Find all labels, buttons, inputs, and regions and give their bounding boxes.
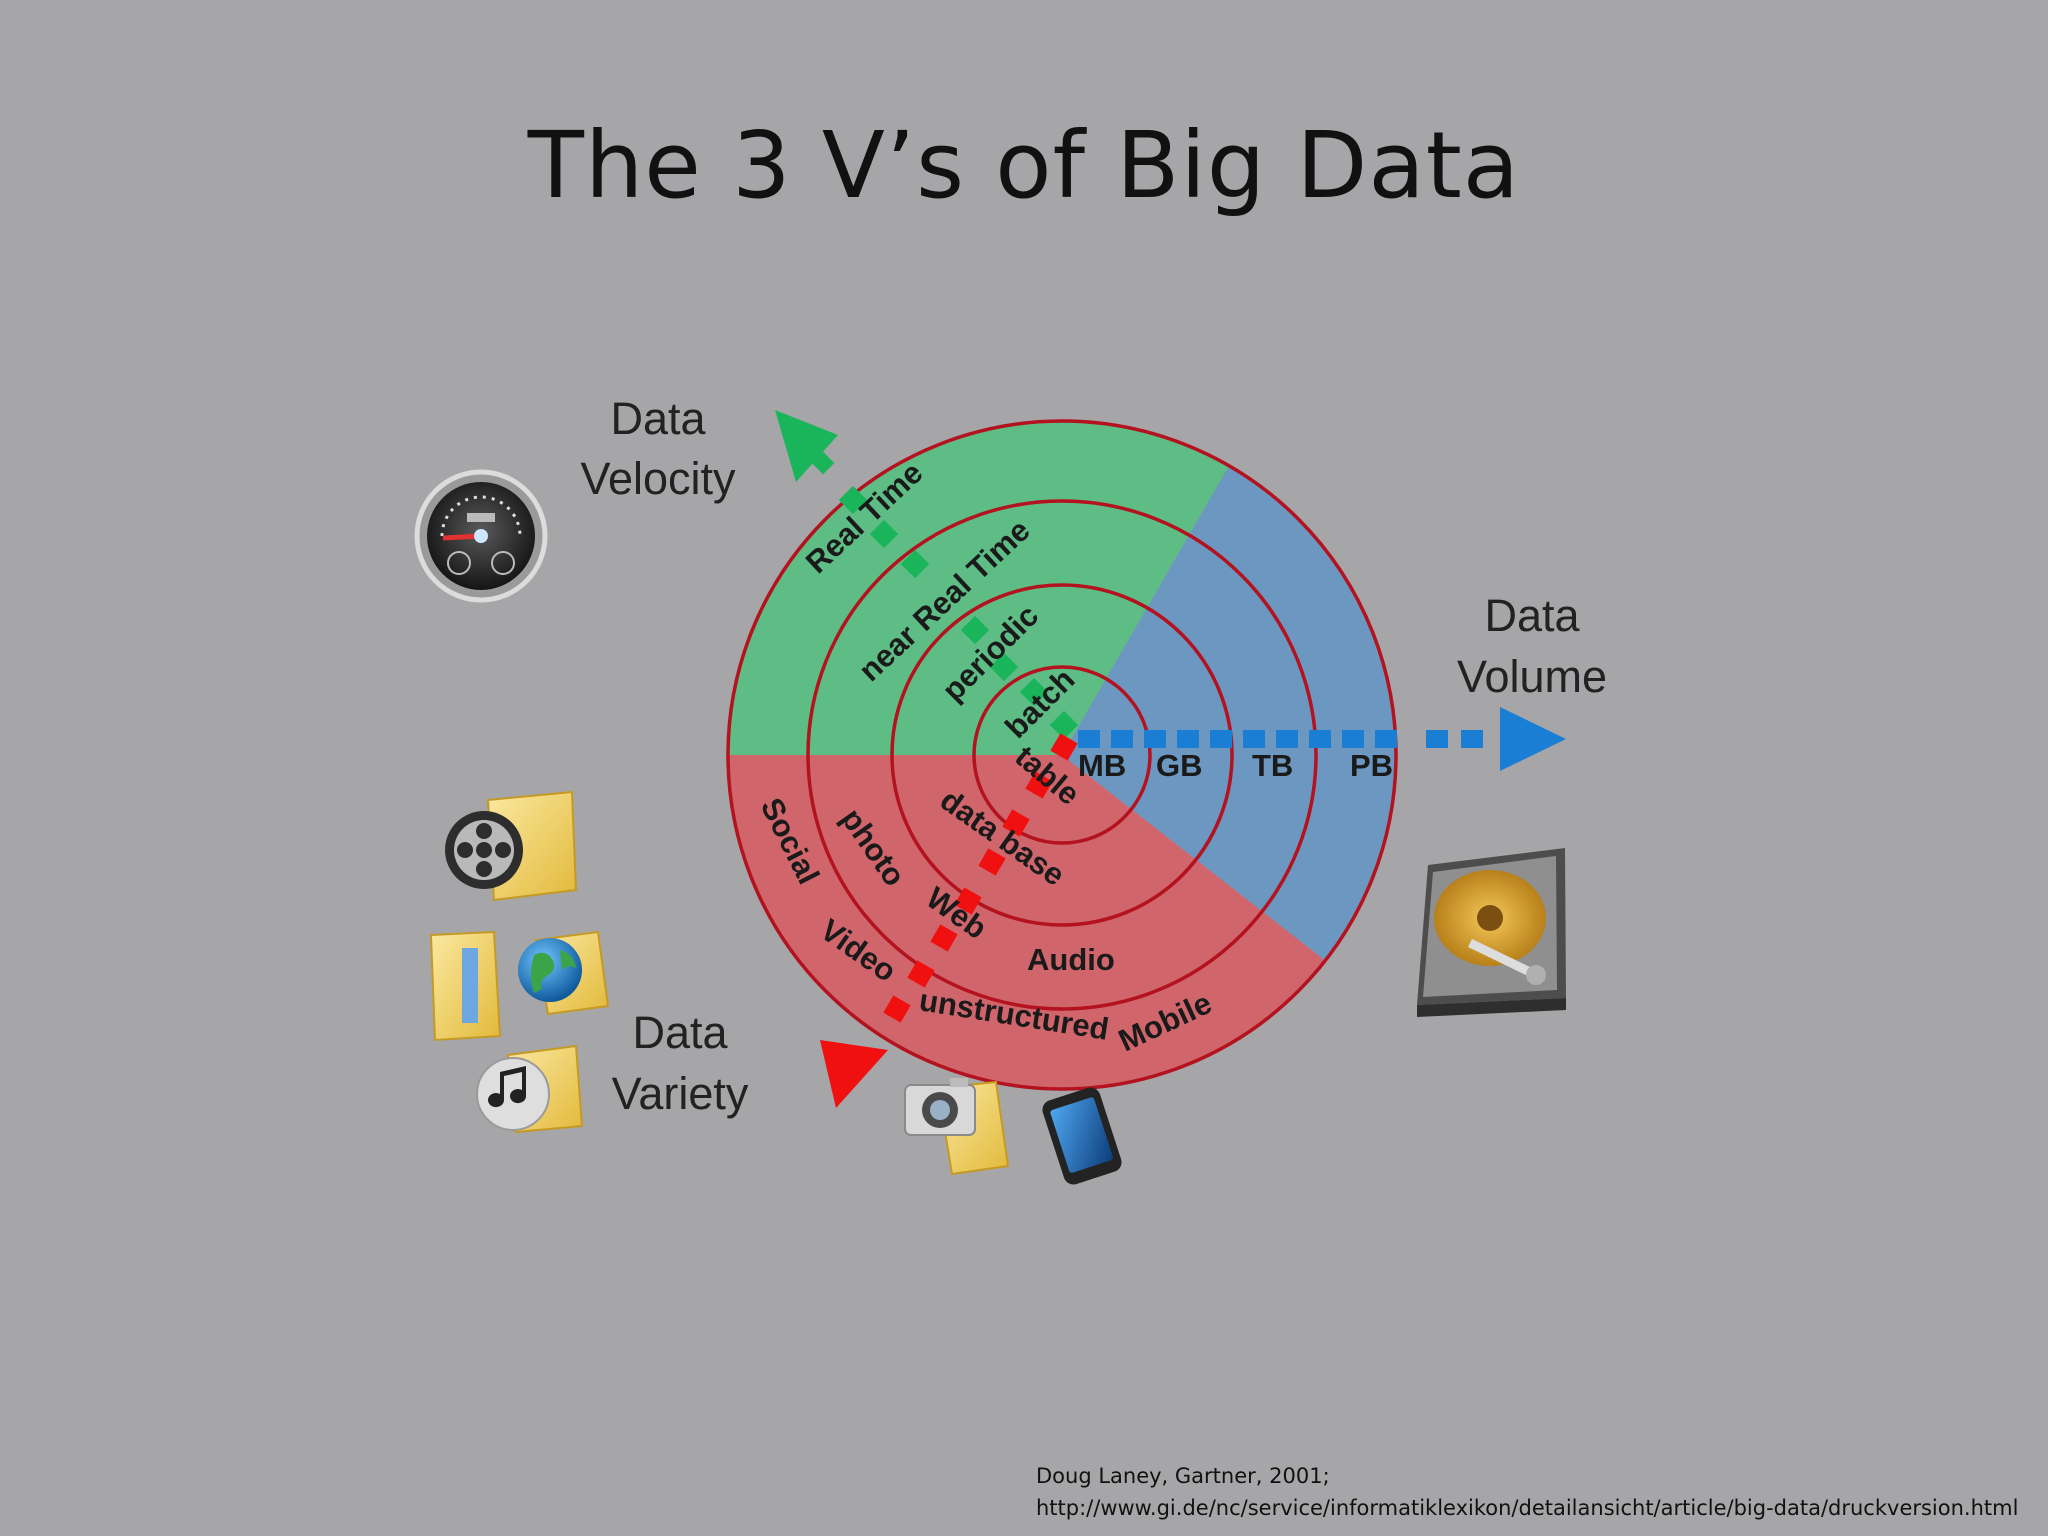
globe-folder-icon <box>518 930 610 1016</box>
ring-4 <box>726 419 1398 1091</box>
volume-title-line2: Volume <box>1457 651 1607 702</box>
variety-arrow <box>820 1040 888 1108</box>
volume-marker <box>1375 730 1397 748</box>
rings <box>726 419 1398 1091</box>
volume-level-label: MB <box>1078 748 1126 783</box>
volume-title-line1: Data <box>1484 590 1580 641</box>
volume-marker <box>1426 730 1448 748</box>
variety-marker <box>930 924 958 952</box>
variety-marker <box>1025 771 1053 799</box>
variety-level-label: Audio <box>1027 942 1115 977</box>
volume-marker <box>1144 730 1166 748</box>
ring-1 <box>972 665 1152 845</box>
variety-marker <box>954 887 982 915</box>
velocity-marker <box>869 519 899 549</box>
velocity-marker <box>989 652 1019 682</box>
camera-folder-icon <box>904 1078 1010 1176</box>
velocity-marker <box>1019 677 1049 707</box>
variety-axis <box>820 733 1078 1108</box>
citation-line1: Doug Laney, Gartner, 2001; <box>1036 1464 1330 1488</box>
mobile-phone-icon <box>1042 1087 1122 1185</box>
volume-marker <box>1210 730 1232 748</box>
speedometer-icon <box>414 469 548 603</box>
volume-marker <box>1461 730 1483 748</box>
volume-axis <box>1078 707 1566 771</box>
volume-marker <box>1177 730 1199 748</box>
volume-level-label: PB <box>1350 748 1393 783</box>
velocity-arrow <box>775 410 838 482</box>
volume-sector <box>1062 465 1396 961</box>
ring-3 <box>806 499 1318 1011</box>
volume-level-label: TB <box>1252 748 1293 783</box>
volume-marker <box>1078 730 1100 748</box>
slide-title: The 3 V’s of Big Data <box>527 112 1521 219</box>
variety-marker <box>1002 809 1030 837</box>
volume-marker <box>1111 730 1133 748</box>
volume-marker <box>1309 730 1331 748</box>
velocity-marker <box>838 485 868 515</box>
music-folder-icon <box>476 1044 584 1134</box>
citation-url: http://www.gi.de/nc/service/informatikle… <box>1036 1496 2019 1520</box>
velocity-marker <box>900 549 930 579</box>
hard-drive-icon <box>1417 848 1566 1017</box>
volume-arrow <box>1500 707 1566 771</box>
variety-marker <box>1050 733 1078 761</box>
variety-marker <box>978 848 1006 876</box>
velocity-title-line1: Data <box>610 393 706 444</box>
citation: Doug Laney, Gartner, 2001; http://www.gi… <box>1036 1460 2018 1524</box>
variety-marker <box>883 995 911 1023</box>
velocity-title-line2: Velocity <box>580 453 736 504</box>
ring-2 <box>890 583 1234 927</box>
folder-icon <box>429 930 502 1042</box>
volume-marker <box>1243 730 1265 748</box>
velocity-marker <box>960 615 990 645</box>
velocity-marker <box>1049 710 1079 740</box>
variety-title-line2: Variety <box>612 1068 749 1119</box>
volume-level-label: GB <box>1156 748 1203 783</box>
variety-marker <box>907 960 935 988</box>
volume-marker <box>1342 730 1364 748</box>
variety-title-line1: Data <box>632 1007 728 1058</box>
volume-marker <box>1276 730 1298 748</box>
velocity-axis <box>775 410 1079 740</box>
film-folder-icon <box>445 790 578 902</box>
